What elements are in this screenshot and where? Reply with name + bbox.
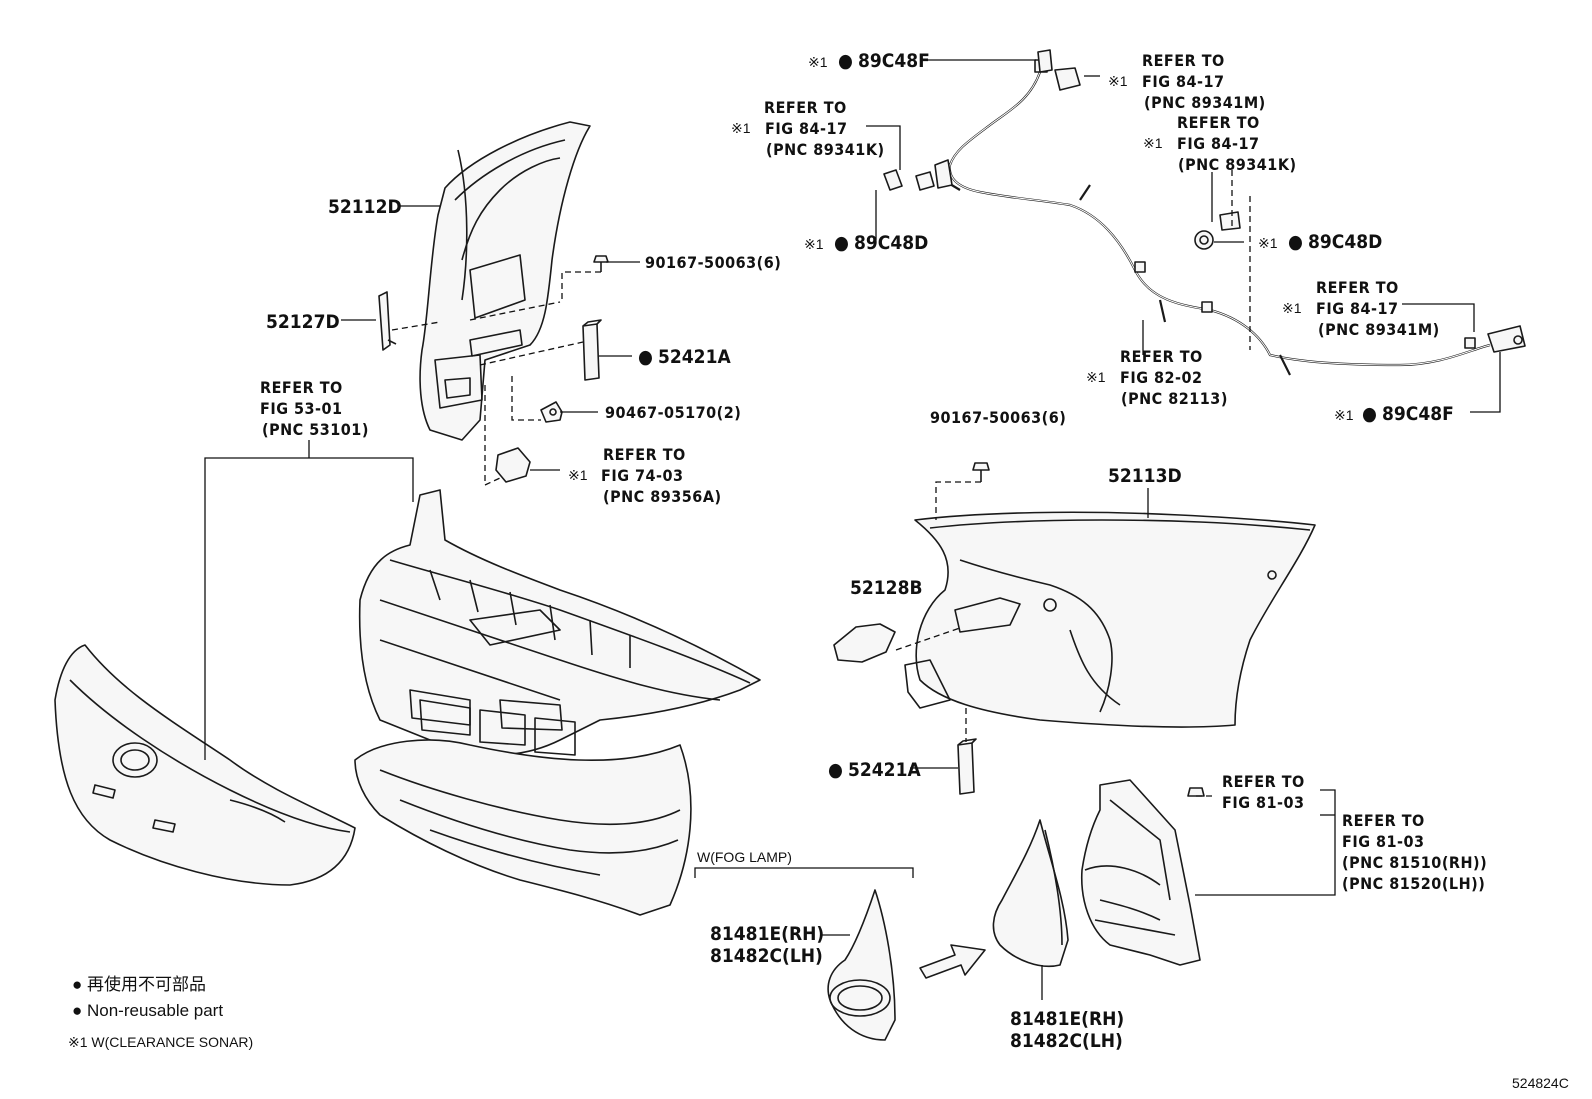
dot-89C48F-top: ● — [838, 50, 853, 72]
note-mark-84-17-b: ※1 — [731, 120, 751, 136]
ref-fig-81-03-b: FIG 81-03 — [1342, 832, 1425, 851]
dot-89C48D-left: ● — [834, 232, 849, 254]
ref-fig-84-17-d: FIG 84-17 — [1316, 299, 1399, 318]
note-mark-89C48F-right: ※1 — [1334, 407, 1354, 423]
part-52127D-drawing — [378, 291, 397, 351]
ref-pnc-53101: (PNC 53101) — [262, 420, 369, 439]
label-90167-top: 90167-50063(6) — [645, 253, 781, 272]
note-mark-84-17-d: ※1 — [1282, 300, 1302, 316]
dot-89C48F-right: ● — [1362, 403, 1377, 425]
ref-fig-74-03: FIG 74-03 — [601, 466, 684, 485]
label-81481E-b: 81481E(RH) — [1010, 1008, 1124, 1030]
ref-fig-82-02: FIG 82-02 — [1120, 368, 1203, 387]
sensor-89C48F-right-drawing — [1487, 325, 1526, 353]
ref-fig-81-03-a: FIG 81-03 — [1222, 793, 1305, 812]
dot-52421A-bottom: ● — [828, 759, 843, 781]
legend-line-non-reusable: ● Non-reusable part — [72, 1001, 223, 1020]
fog-lamp-housing-drawing — [1080, 779, 1205, 966]
bumper-reinforcement-drawing — [358, 489, 761, 756]
label-89C48F-top: 89C48F — [858, 50, 930, 72]
ref-fig-53-01: FIG 53-01 — [260, 399, 343, 418]
screw-90167-mid — [972, 462, 990, 482]
note-mark-82-02: ※1 — [1086, 369, 1106, 385]
fog-cover-81481E-b-drawing — [992, 819, 1069, 968]
refer-to-84-17-c: REFER TO — [1177, 113, 1260, 132]
refer-to-53-01: REFER TO — [260, 378, 343, 397]
part-52113D-drawing — [904, 511, 1316, 728]
note-mark-89C48D-left: ※1 — [804, 236, 824, 252]
label-89C48F-right: 89C48F — [1382, 403, 1454, 425]
legend-line-japanese: ● 再使用不可部品 — [72, 974, 206, 994]
note-mark-89C48F-top: ※1 — [808, 54, 828, 70]
ref-fig-84-17-a: FIG 84-17 — [1142, 72, 1225, 91]
legend-line-clearance-sonar: ※1 W(CLEARANCE SONAR) — [68, 1034, 253, 1050]
dot-89C48D-right: ● — [1288, 231, 1303, 253]
label-fog-lamp-group: W(FOG LAMP) — [697, 849, 792, 865]
note-mark-84-17-a: ※1 — [1108, 73, 1128, 89]
assembly-arrow — [919, 944, 986, 979]
refer-to-84-17-a: REFER TO — [1142, 51, 1225, 70]
label-90167-mid: 90167-50063(6) — [930, 408, 1066, 427]
refer-to-84-17-b: REFER TO — [764, 98, 847, 117]
ref-pnc-81510: (PNC 81510(RH)) — [1342, 853, 1487, 872]
ref-pnc-89341K-b: (PNC 89341K) — [766, 140, 885, 159]
label-89C48D-right: 89C48D — [1308, 231, 1382, 253]
screw-90167-top — [593, 255, 609, 272]
part-52421A-top-drawing — [582, 319, 602, 381]
note-mark-84-17-c: ※1 — [1143, 135, 1163, 151]
ref-pnc-81520: (PNC 81520(LH)) — [1342, 874, 1485, 893]
bumper-lower-grille-drawing — [354, 699, 692, 916]
ref-pnc-82113: (PNC 82113) — [1121, 389, 1228, 408]
label-52128B: 52128B — [850, 577, 923, 599]
refer-to-74-03: REFER TO — [603, 445, 686, 464]
ref-fig-84-17-c: FIG 84-17 — [1177, 134, 1260, 153]
clip-90467-drawing — [540, 401, 563, 423]
refer-to-81-03-b: REFER TO — [1342, 811, 1425, 830]
sensor-89C48D-left-drawing — [883, 169, 935, 191]
part-labels: 52112D 52127D 90167-50063(6) ● 52421A 90… — [260, 50, 1487, 1052]
refer-to-81-03-a: REFER TO — [1222, 772, 1305, 791]
ref-fig-84-17-b: FIG 84-17 — [765, 119, 848, 138]
label-52112D: 52112D — [328, 196, 402, 218]
part-52112D-drawing — [419, 121, 591, 441]
label-81482C-b: 81482C(LH) — [1010, 1030, 1123, 1052]
cover-89356A-drawing — [495, 447, 531, 483]
label-52127D: 52127D — [266, 311, 340, 333]
figure-id: 524824C — [1512, 1075, 1569, 1091]
label-81482C-a: 81482C(LH) — [710, 945, 823, 967]
ref-pnc-89341K-c: (PNC 89341K) — [1178, 155, 1297, 174]
label-89C48D-left: 89C48D — [854, 232, 928, 254]
ref-pnc-89356A: (PNC 89356A) — [603, 487, 722, 506]
label-52421A-top: 52421A — [658, 346, 731, 368]
label-52113D: 52113D — [1108, 465, 1182, 487]
fog-cover-81481E-a-drawing — [827, 889, 896, 1041]
ref-pnc-89341M-d: (PNC 89341M) — [1318, 320, 1440, 339]
legend: ● 再使用不可部品 ● Non-reusable part ※1 W(CLEAR… — [68, 974, 253, 1050]
note-mark-89C48D-right: ※1 — [1258, 235, 1278, 251]
bumper-cover-drawing — [54, 644, 356, 886]
part-52421A-bottom-drawing — [957, 738, 977, 795]
label-90467: 90467-05170(2) — [605, 403, 741, 422]
refer-to-82-02: REFER TO — [1120, 347, 1203, 366]
part-52128B-drawing — [833, 623, 896, 663]
label-52421A-bottom: 52421A — [848, 759, 921, 781]
sensor-89C48D-right-drawing — [1194, 211, 1241, 250]
note-mark-74-03: ※1 — [568, 467, 588, 483]
leader-lines — [204, 59, 1501, 1000]
dot-52421A-top: ● — [638, 346, 653, 368]
ref-pnc-89341M-a: (PNC 89341M) — [1144, 93, 1266, 112]
label-81481E-a: 81481E(RH) — [710, 923, 824, 945]
refer-to-84-17-d: REFER TO — [1316, 278, 1399, 297]
sensor-89C48F-top-drawing — [1037, 49, 1053, 73]
